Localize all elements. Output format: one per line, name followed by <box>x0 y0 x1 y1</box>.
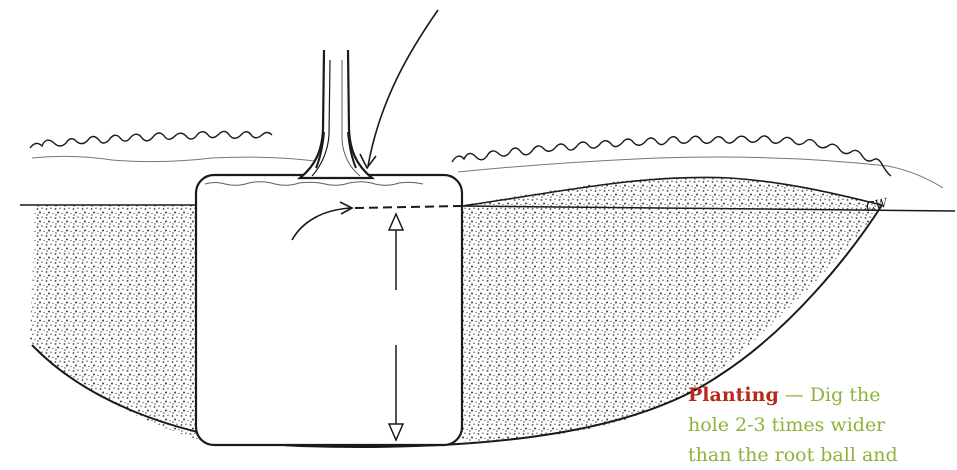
pointer-arrowhead <box>360 154 376 168</box>
root-ball <box>196 175 462 445</box>
grass-left-underline <box>32 156 322 162</box>
planting-caption: Planting — Dig the hole 2-3 times wider … <box>688 380 948 470</box>
caption-line-3: than the root ball and <box>688 440 948 470</box>
grass-right <box>452 136 891 176</box>
caption-line-1-rest: — Dig the <box>779 384 881 406</box>
caption-line-1: Planting — Dig the <box>688 380 948 410</box>
pointer-arrow <box>368 10 438 166</box>
grass-left <box>30 131 272 148</box>
caption-lead: Planting <box>688 384 779 406</box>
caption-line-2: hole 2-3 times wider <box>688 410 948 440</box>
tree-trunk <box>300 50 372 178</box>
